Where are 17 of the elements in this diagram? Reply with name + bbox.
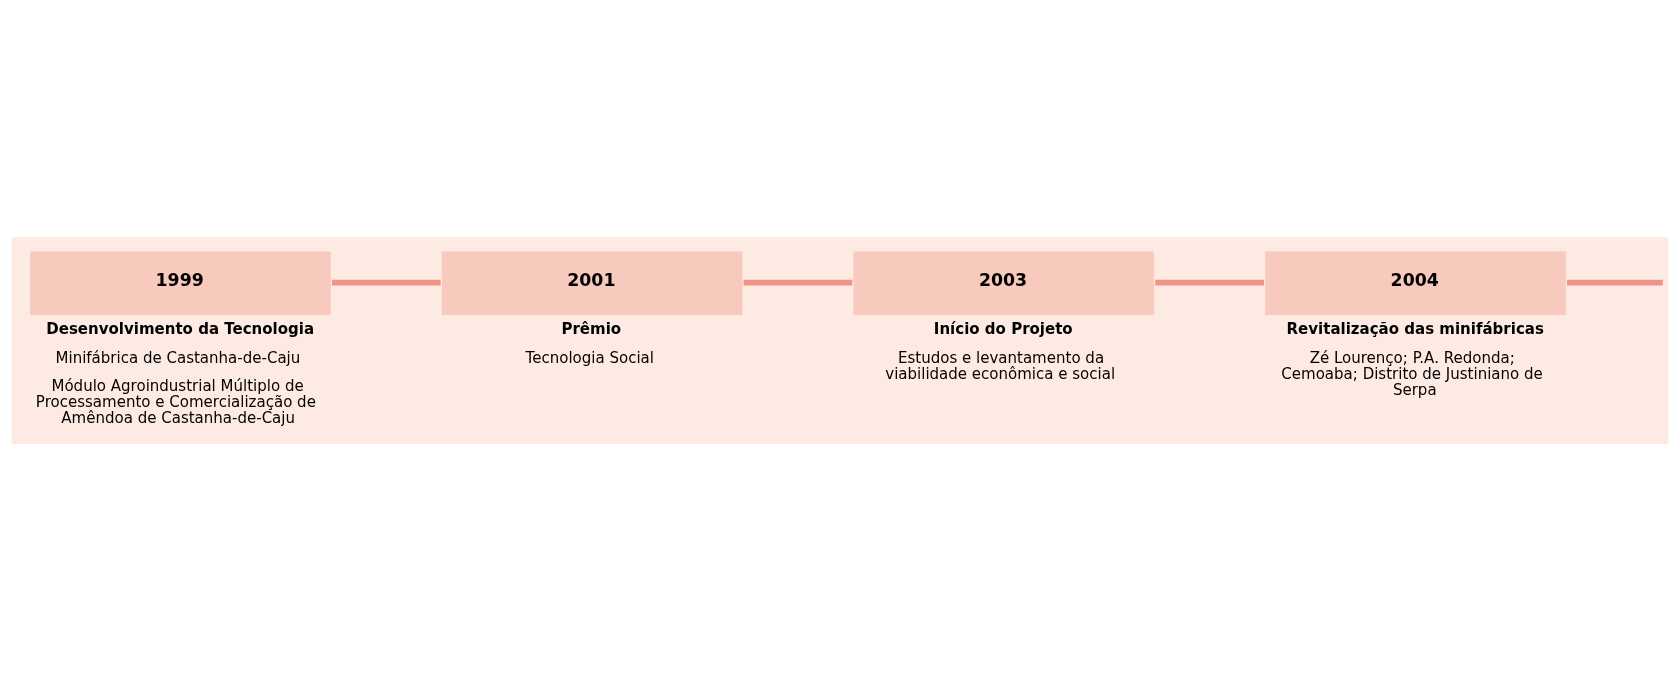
- node-label: Zé Lourenço; P.A. Redonda; Cemoaba; Distrito de Justiniano de Serpa: [1281, 348, 1543, 400]
- node-box: 1999: [30, 251, 331, 316]
- node-label: Desenvolvimento da Tecnologia: [46, 320, 315, 339]
- node-label: Revitalização das minifábricas: [1286, 320, 1544, 339]
- node-box: 2004: [1265, 251, 1566, 316]
- node-label: Módulo Agroindustrial Múltiplo de Processamento e Comercialização de Amêndoa de Castanha-de-Caju: [35, 376, 316, 428]
- node-label: Tecnologia Social: [525, 348, 654, 367]
- connector: [1155, 279, 1264, 286]
- node-box: 2001: [441, 251, 743, 316]
- node-label: Minifábrica de Castanha-de-Caju: [55, 348, 301, 367]
- connector: [743, 279, 853, 286]
- connector: [1566, 279, 1663, 286]
- connector: [331, 279, 441, 286]
- node-label: Início do Projeto: [933, 320, 1073, 339]
- node-label: Estudos e levantamento da viabilidade econômica e social: [885, 348, 1116, 384]
- node-box: 2003: [853, 251, 1155, 316]
- node-label: Prêmio: [561, 320, 622, 339]
